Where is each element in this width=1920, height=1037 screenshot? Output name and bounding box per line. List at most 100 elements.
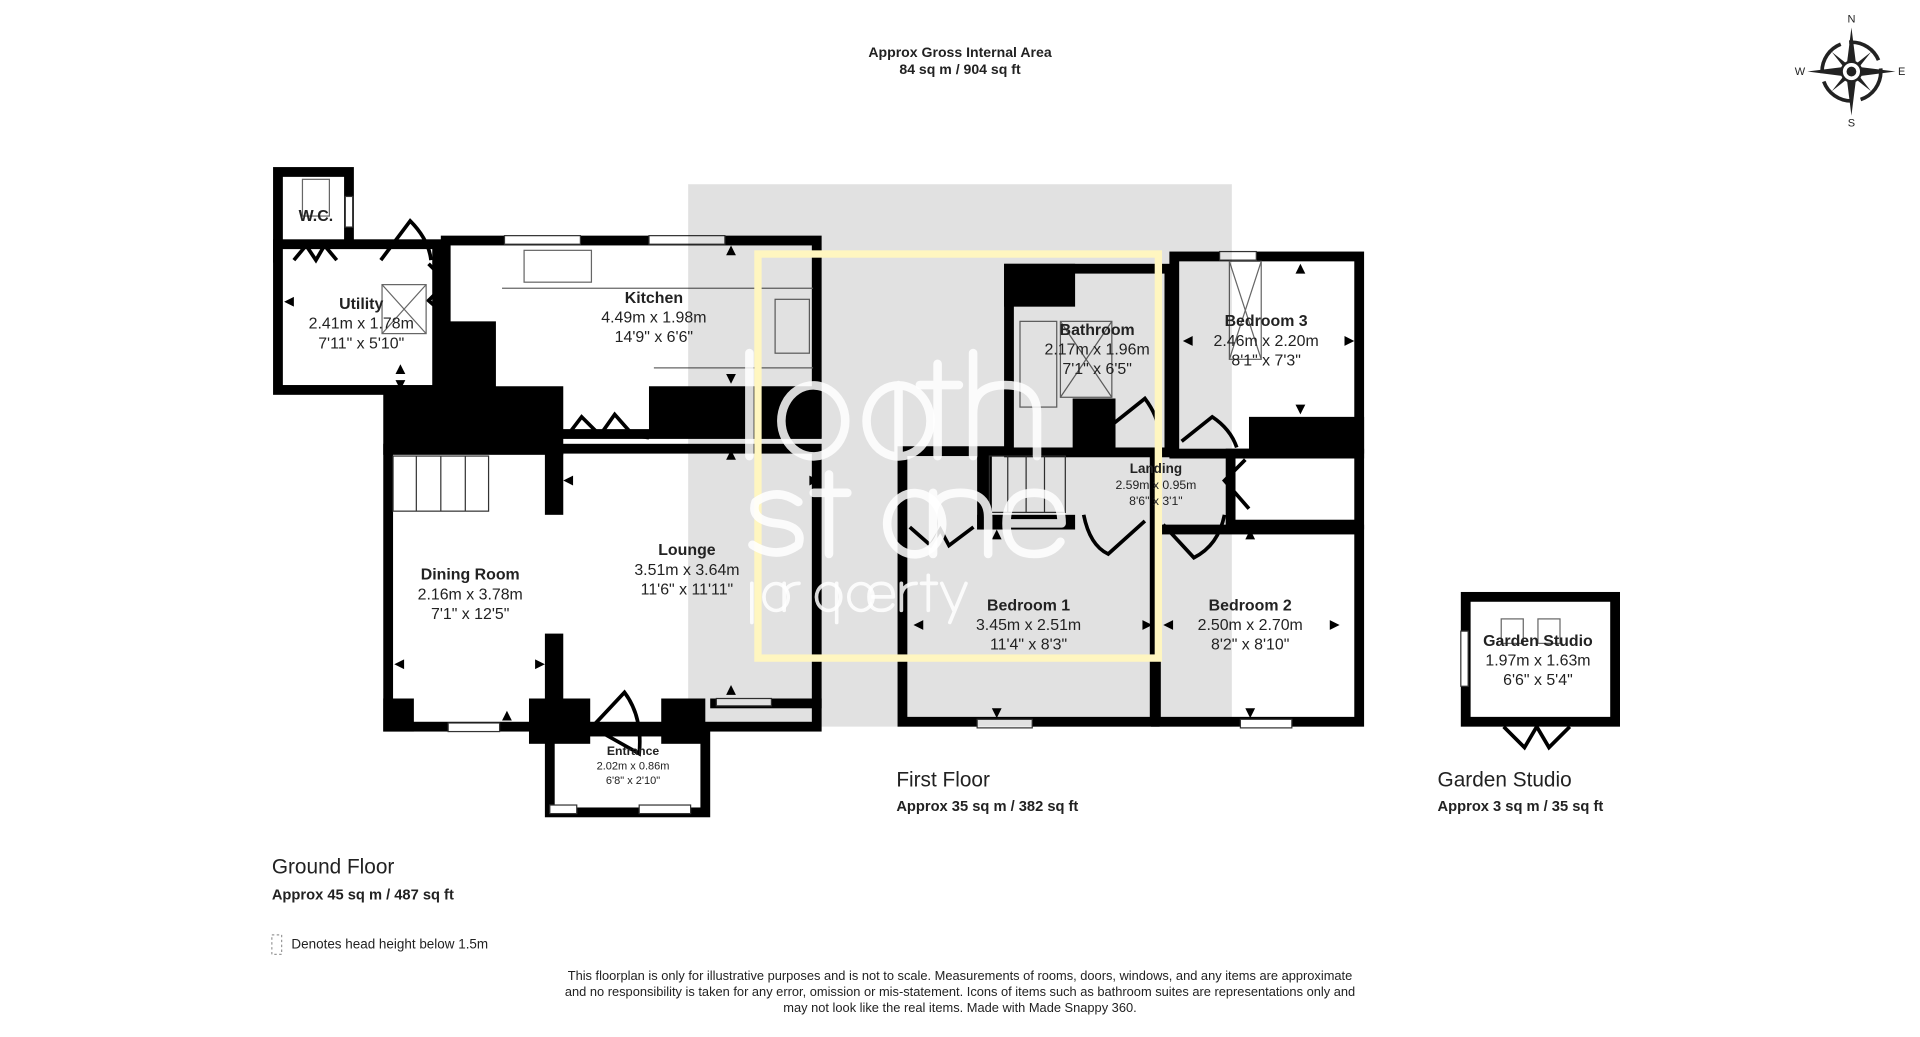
- appliance-icon: [381, 284, 427, 335]
- watermark-glyph: [745, 348, 850, 461]
- window: [447, 722, 501, 733]
- wall: [383, 698, 414, 732]
- room-bathroom-name: Bathroom: [1060, 322, 1135, 339]
- watermark-logo: [745, 348, 1066, 625]
- room-wc-name: W.C.: [299, 208, 333, 225]
- room-landing-imperial: 8'6" x 3'1": [1129, 494, 1183, 508]
- room-utility-imperial: 7'11" x 5'10": [318, 335, 404, 352]
- garden-studio-plan: [1460, 591, 1621, 751]
- room-dining-metric: 2.16m x 3.78m: [418, 586, 523, 603]
- room-bedroom1-metric: 3.45m x 2.51m: [976, 617, 1081, 634]
- watermark-glyph: [867, 581, 896, 613]
- window: [344, 195, 354, 228]
- room-utility-name: Utility: [339, 296, 383, 313]
- garden-studio-area: Approx 3 sq m / 35 sq ft: [1438, 799, 1604, 815]
- watermark-word: [745, 348, 1042, 461]
- room-bedroom3-metric: 2.46m x 2.20m: [1214, 333, 1319, 350]
- compass-west: W: [1795, 66, 1806, 78]
- wall: [528, 698, 591, 744]
- cupboard-room: [1225, 448, 1365, 530]
- window: [503, 235, 582, 245]
- window: [1460, 630, 1469, 687]
- watermark-glyph: [968, 348, 1042, 461]
- room-garden-studio-metric: 1.97m x 1.63m: [1485, 652, 1590, 669]
- door-kitchen-lounge: [564, 411, 650, 440]
- room-kitchen-name: Kitchen: [625, 290, 683, 307]
- disclaimer-line-2: and no responsibility is taken for any e…: [565, 984, 1355, 999]
- gross-area-value: 84 sq m / 904 sq ft: [899, 61, 1021, 77]
- sink-icon: [523, 249, 593, 283]
- door-wc: [292, 242, 339, 264]
- garden-studio-room: [1460, 591, 1621, 727]
- compass-rose-icon: [1807, 27, 1896, 116]
- room-garden-studio-imperial: 6'6" x 5'4": [1503, 672, 1573, 689]
- compass-south: S: [1848, 118, 1855, 130]
- watermark-overlay: [688, 184, 1232, 727]
- room-landing-metric: 2.59m x 0.95m: [1115, 478, 1196, 492]
- watermark-glyph: [748, 490, 804, 557]
- watermark-glyph: [782, 581, 801, 613]
- skylight-icon: [1537, 618, 1561, 645]
- watermark-glyph: [915, 359, 964, 461]
- door-utility: [379, 218, 433, 262]
- room-lounge-name: Lounge: [658, 542, 716, 559]
- watermark-glyph: [1002, 488, 1066, 559]
- room-garden-studio-name: Garden Studio: [1483, 633, 1593, 650]
- room-bedroom2-name: Bedroom 2: [1209, 597, 1292, 614]
- room-entrance-name: Entrance: [607, 744, 660, 758]
- compass-east: E: [1898, 66, 1905, 78]
- wall: [383, 386, 564, 455]
- first-floor-area: Approx 35 sq m / 382 sq ft: [896, 799, 1078, 815]
- head-height-legend: Denotes head height below 1.5m: [291, 936, 488, 951]
- room-dining-imperial: 7'1" x 12'5": [431, 606, 509, 623]
- room-lounge-imperial: 11'6" x 11'11": [641, 581, 734, 598]
- room-bedroom2-metric: 2.50m x 2.70m: [1198, 617, 1303, 634]
- room-bedroom1-name: Bedroom 1: [987, 597, 1070, 614]
- disclaimer-line-1: This floorplan is only for illustrative …: [568, 968, 1353, 983]
- room-bathroom-metric: 2.17m x 1.96m: [1045, 341, 1150, 358]
- room-kitchen-imperial: 14'9" x 6'6": [615, 329, 693, 346]
- door-garden-studio: [1502, 723, 1572, 751]
- window: [1239, 718, 1293, 729]
- compass-north: N: [1847, 14, 1855, 26]
- disclaimer-line-3: may not look like the real items. Made w…: [783, 1000, 1136, 1015]
- watermark-word: [749, 573, 968, 625]
- window: [638, 804, 692, 815]
- gross-area-title: Approx Gross Internal Area: [868, 44, 1051, 60]
- watermark-glyph: [882, 488, 947, 559]
- watermark-glyph: [919, 573, 939, 613]
- watermark-glyph: [928, 488, 993, 559]
- wall: [440, 321, 496, 393]
- room-landing-name: Landing: [1130, 461, 1182, 476]
- wall: [544, 448, 564, 515]
- room-lounge-metric: 3.51m x 3.64m: [634, 562, 739, 579]
- watermark-glyph: [939, 581, 968, 625]
- room-entrance-metric: 2.02m x 0.86m: [597, 761, 670, 773]
- room-utility-metric: 2.41m x 1.78m: [309, 316, 414, 333]
- room-bedroom3-imperial: 8'1" x 7'3": [1231, 352, 1301, 369]
- ground-floor-title: Ground Floor: [272, 856, 395, 879]
- room-bedroom3-name: Bedroom 3: [1225, 313, 1308, 330]
- watermark-frame: [754, 250, 1163, 662]
- wall: [1248, 416, 1365, 454]
- watermark-word: [748, 470, 1066, 559]
- room-bedroom1-imperial: 11'4" x 8'3": [990, 637, 1067, 654]
- garden-studio-title: Garden Studio: [1438, 769, 1572, 792]
- watermark-glyph: [862, 380, 935, 461]
- room-dining-name: Dining Room: [421, 567, 520, 584]
- watermark-glyph: [749, 581, 791, 625]
- room-bedroom2-imperial: 8'2" x 8'10": [1211, 637, 1289, 654]
- head-height-legend-icon: [271, 934, 283, 956]
- skylight-icon: [1500, 618, 1524, 645]
- window: [549, 804, 578, 815]
- watermark-glyph: [809, 470, 852, 559]
- room-kitchen-metric: 4.49m x 1.98m: [601, 310, 706, 327]
- door-entrance: [586, 689, 642, 757]
- first-floor-title: First Floor: [896, 769, 990, 792]
- room-entrance-imperial: 6'8" x 2'10": [606, 775, 660, 787]
- room-bathroom-imperial: 7'1" x 6'5": [1062, 361, 1132, 378]
- toilet-icon: [301, 178, 330, 217]
- watermark-glyph: [814, 581, 843, 613]
- ground-floor-area: Approx 45 sq m / 487 sq ft: [272, 887, 454, 903]
